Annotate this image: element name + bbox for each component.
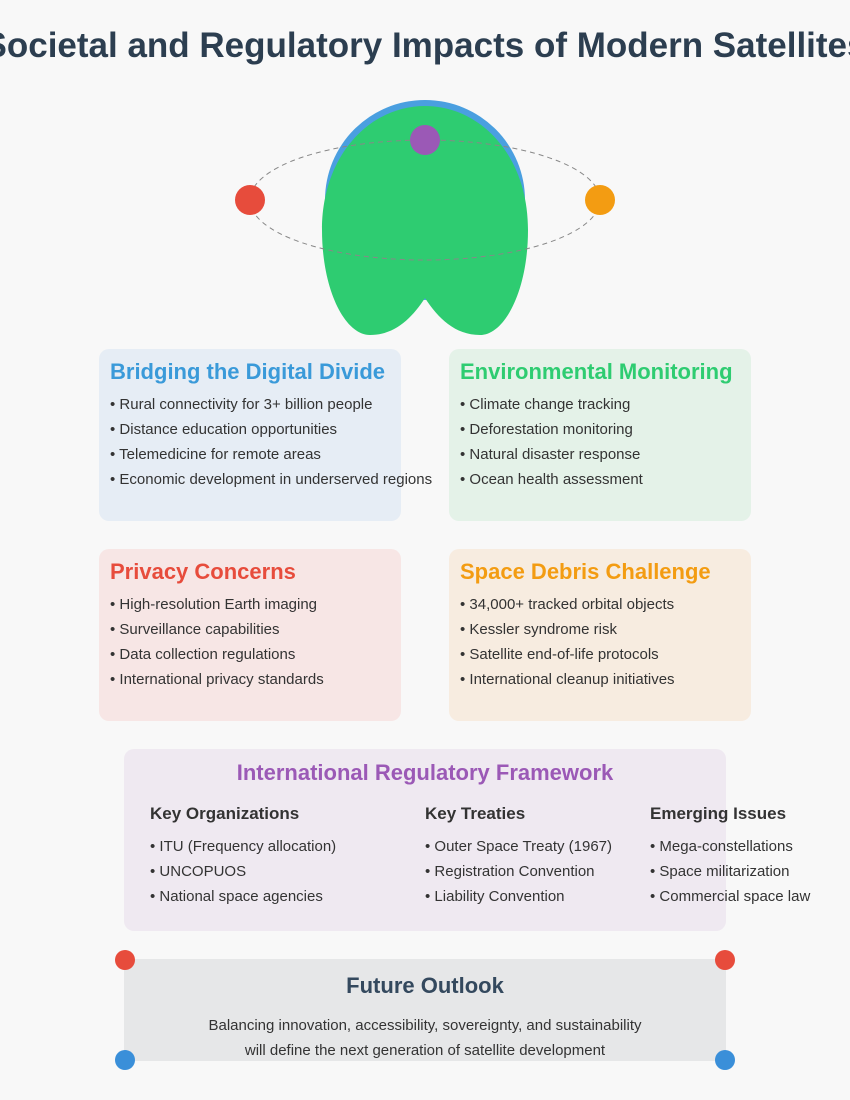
list-item: Outer Space Treaty (1967) <box>425 834 612 859</box>
list-item: High-resolution Earth imaging <box>110 592 401 617</box>
satellite-left-icon <box>235 185 265 215</box>
satellite-top-icon <box>410 125 440 155</box>
list-item: UNCOPUOS <box>150 859 336 884</box>
card-list: Climate change tracking Deforestation mo… <box>460 392 751 492</box>
list-item: Ocean health assessment <box>460 467 751 492</box>
privacy-concerns-card: Privacy Concerns High-resolution Earth i… <box>99 549 401 721</box>
digital-divide-card: Bridging the Digital Divide Rural connec… <box>99 349 432 521</box>
page-title: Societal and Regulatory Impacts of Moder… <box>0 26 850 65</box>
outlook-line: Balancing innovation, accessibility, sov… <box>208 1017 642 1034</box>
list-item: Registration Convention <box>425 859 612 884</box>
list-item: Economic development in underserved regi… <box>110 467 432 492</box>
card-list: High-resolution Earth imaging Surveillan… <box>110 592 401 692</box>
list-item: Surveillance capabilities <box>110 617 401 642</box>
card-title: Space Debris Challenge <box>460 559 711 584</box>
list-item: International cleanup initiatives <box>460 667 751 692</box>
list-item: Rural connectivity for 3+ billion people <box>110 392 401 417</box>
corner-dot-red-icon <box>115 950 135 970</box>
corner-dot-blue-icon <box>715 1050 735 1070</box>
outlook-line: will define the next generation of satel… <box>244 1042 606 1059</box>
list-item: Data collection regulations <box>110 642 401 667</box>
column-list: Mega-constellations Space militarization… <box>650 834 810 909</box>
corner-dot-red-icon <box>715 950 735 970</box>
list-item: Liability Convention <box>425 884 612 909</box>
outlook-title: Future Outlook <box>346 973 504 998</box>
list-item: National space agencies <box>150 884 336 909</box>
card-title: Environmental Monitoring <box>460 359 733 384</box>
list-item: Climate change tracking <box>460 392 751 417</box>
column-list: ITU (Frequency allocation) UNCOPUOS Nati… <box>150 834 336 909</box>
column-heading: Key Treaties <box>425 804 526 823</box>
list-item: Distance education opportunities <box>110 417 401 442</box>
card-list: 34,000+ tracked orbital objects Kessler … <box>460 592 751 692</box>
card-title: Bridging the Digital Divide <box>110 359 386 384</box>
land-mass-shape <box>322 106 528 335</box>
outlook-text: Balancing innovation, accessibility, sov… <box>124 1013 726 1063</box>
list-item: Deforestation monitoring <box>460 417 751 442</box>
satellite-right-icon <box>585 185 615 215</box>
list-item: Mega-constellations <box>650 834 810 859</box>
list-item: ITU (Frequency allocation) <box>150 834 336 859</box>
framework-title: International Regulatory Framework <box>236 760 614 785</box>
regulatory-framework-panel: International Regulatory Framework Key O… <box>124 749 810 931</box>
list-item: Satellite end-of-life protocols <box>460 642 751 667</box>
future-outlook-panel: Future Outlook Balancing innovation, acc… <box>124 959 726 1061</box>
card-title: Privacy Concerns <box>110 559 296 584</box>
list-item: Natural disaster response <box>460 442 751 467</box>
list-item: International privacy standards <box>110 667 401 692</box>
list-item: Commercial space law <box>650 884 810 909</box>
column-heading: Key Organizations <box>150 804 300 823</box>
environmental-monitoring-card: Environmental Monitoring Climate change … <box>449 349 751 521</box>
column-heading: Emerging Issues <box>650 804 787 823</box>
card-list: Rural connectivity for 3+ billion people… <box>110 392 432 492</box>
emerging-issues-column: Emerging Issues Mega-constellations Spac… <box>650 804 810 909</box>
list-item: Telemedicine for remote areas <box>110 442 401 467</box>
title-container: Societal and Regulatory Impacts of Moder… <box>0 0 850 80</box>
space-debris-card: Space Debris Challenge 34,000+ tracked o… <box>449 549 751 721</box>
list-item: 34,000+ tracked orbital objects <box>460 592 751 617</box>
earth-orbit-illustration <box>235 100 615 335</box>
key-treaties-column: Key Treaties Outer Space Treaty (1967) R… <box>425 804 612 909</box>
column-list: Outer Space Treaty (1967) Registration C… <box>425 834 612 909</box>
corner-dot-blue-icon <box>115 1050 135 1070</box>
list-item: Kessler syndrome risk <box>460 617 751 642</box>
key-organizations-column: Key Organizations ITU (Frequency allocat… <box>150 804 336 909</box>
list-item: Space militarization <box>650 859 810 884</box>
